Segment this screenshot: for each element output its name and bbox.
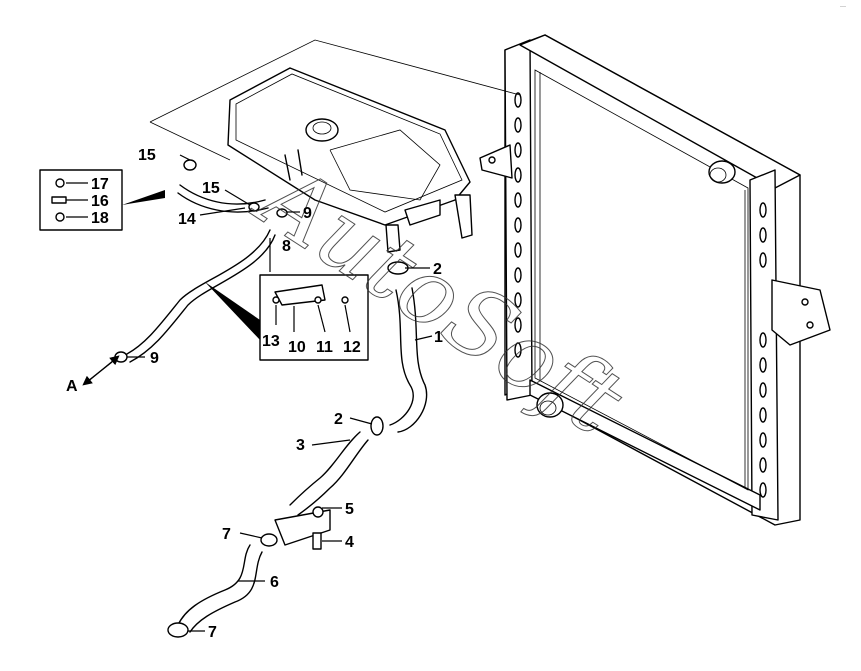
- detail-box-clip: [205, 274, 369, 361]
- label-18: 18: [91, 210, 109, 227]
- left-rail-holes: [514, 92, 522, 358]
- clamp-9-lower: [114, 351, 128, 363]
- label-2-lower: 2: [334, 411, 343, 428]
- detail-box-fittings: [39, 169, 165, 231]
- label-9-lower: 9: [150, 350, 159, 367]
- label-13: 13: [262, 333, 280, 350]
- tank-foot-mid: [404, 199, 441, 226]
- clamp-7-lower: [167, 622, 189, 638]
- label-6: 6: [270, 574, 279, 591]
- hose-8: [124, 229, 271, 356]
- label-7-lower: 7: [208, 624, 217, 641]
- hose-bracket: [274, 509, 331, 546]
- clamp-7-upper: [260, 533, 278, 547]
- label-16: 16: [91, 193, 109, 210]
- label-15-right: 15: [202, 180, 220, 197]
- tank-foot-right: [454, 194, 473, 239]
- bolt-4: [312, 532, 322, 550]
- clamp-15-left: [183, 159, 197, 171]
- label-3: 3: [296, 437, 305, 454]
- label-11: 11: [316, 339, 333, 356]
- label-arrow-a: A: [66, 378, 78, 395]
- clamp-2-lower: [370, 416, 384, 436]
- radiator-top-rail: [519, 34, 801, 189]
- detail-pointer-2: [205, 282, 260, 340]
- corner-mark: ···: [840, 4, 846, 10]
- label-7-upper: 7: [222, 526, 231, 543]
- direction-arrow-a: [82, 361, 113, 386]
- radiator-outlet-neck: [536, 392, 564, 418]
- hose-3: [289, 431, 361, 506]
- label-12: 12: [343, 339, 361, 356]
- label-9-upper: 9: [303, 205, 312, 222]
- label-5: 5: [345, 501, 354, 518]
- nut-5: [312, 506, 324, 518]
- tank-filler-cap: [305, 118, 339, 142]
- clamp-9-upper: [276, 208, 288, 218]
- right-rail-holes: [759, 202, 767, 498]
- label-2-upper: 2: [433, 261, 442, 278]
- right-mount-bracket: [771, 279, 831, 346]
- label-10: 10: [288, 339, 306, 356]
- label-17: 17: [91, 176, 109, 193]
- leader-lines: [66, 154, 433, 632]
- hose-6: [177, 544, 251, 626]
- hose-1: [389, 289, 414, 426]
- label-1: 1: [434, 329, 443, 346]
- tank-outlet-spout: [385, 224, 401, 253]
- label-15-left: 15: [138, 147, 156, 164]
- label-14: 14: [178, 211, 196, 228]
- detail-pointer-1: [122, 190, 165, 205]
- radiator-core: [534, 69, 749, 491]
- expansion-tank: [227, 67, 473, 253]
- assembly-leader: [149, 39, 521, 123]
- radiator: [479, 34, 831, 526]
- label-8: 8: [282, 238, 291, 255]
- radiator-inlet-neck: [708, 160, 736, 184]
- label-4: 4: [345, 534, 354, 551]
- left-mount-bracket: [479, 144, 513, 179]
- radiator-bottom-rail: [529, 379, 761, 511]
- part-labels: 2 1 2 3 5 4 7 6 7 8 9 9 13 10 11 12 14 1…: [66, 147, 443, 641]
- clamp-15-right: [248, 202, 260, 212]
- hose-14: [179, 184, 266, 205]
- tank-body: [227, 67, 471, 226]
